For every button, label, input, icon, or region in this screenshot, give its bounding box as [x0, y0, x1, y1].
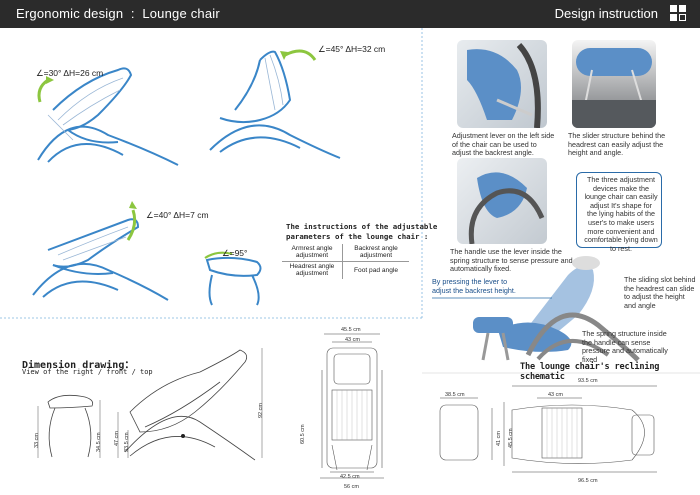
annotation-handle: The handle use the lever inside the spri… — [450, 247, 573, 274]
page-title: Ergonomic design : Lounge chair — [16, 6, 220, 21]
four-square-logo-icon — [670, 5, 688, 23]
annotation-three-devices: The three adjustment devices make the lo… — [584, 175, 658, 253]
three-devices-callout — [576, 172, 662, 248]
dim-front-w2: 43 cm — [345, 337, 360, 343]
dimension-title: Dimension drawing： — [22, 360, 135, 371]
instr-cell-armrest: Armrest angle adjustment — [282, 244, 343, 262]
instr-cell-headrest: Headrest angle adjustment — [282, 261, 343, 279]
side-view-drawing — [37, 348, 263, 461]
dim-side-h5: 92 cm — [258, 403, 264, 418]
dim-top-w3: 43 cm — [548, 392, 563, 398]
dim-top-h1: 41 cm — [496, 431, 502, 446]
reclining-chair-render — [473, 256, 640, 362]
instr-cell-backrest: Backrest angle adjustment — [342, 244, 409, 262]
photo-adjustment-lever — [457, 40, 547, 128]
angle-40-label: ∠=40° ΔH=7 cm — [146, 210, 209, 220]
dim-side-h1: 33 cm — [34, 433, 40, 448]
top-view-drawing — [439, 385, 657, 473]
dim-top-h2: 45.5 cm — [508, 428, 514, 448]
photo-handle — [457, 158, 547, 244]
dimension-subtitle: View of the right / front / top — [22, 368, 153, 376]
annotation-lever: Adjustment lever on the left side of the… — [452, 131, 555, 158]
dim-top-w2: 38.5 cm — [445, 392, 465, 398]
footrest-sketch-95deg — [204, 251, 262, 306]
pressing-pointer-line — [432, 297, 552, 299]
angle-30-label: ∠=30° ΔH=26 cm — [36, 68, 104, 78]
annotation-slider: The slider structure behind the headrest… — [568, 131, 666, 158]
photo-slider-structure — [572, 40, 656, 128]
annotation-spring: The spring structure inside the handle c… — [582, 329, 668, 364]
instr-cell-footpad: Foot pad angle — [354, 266, 398, 274]
dim-front-w1: 45.5 cm — [341, 327, 361, 333]
dim-side-h2: 34.5 cm — [96, 432, 102, 452]
header-bar: Ergonomic design : Lounge chair Design i… — [0, 0, 700, 28]
dim-front-h1: 60.5 cm — [300, 424, 306, 444]
dim-side-h3: 47 cm — [114, 431, 120, 446]
dim-side-h4: 33.5 cm — [124, 432, 130, 452]
schematic-title: The lounge chair's reclining schematic — [520, 362, 660, 382]
chair-sketch-30deg — [37, 67, 179, 166]
annotation-sliding-slot: The sliding slot behind the headrest can… — [624, 275, 696, 310]
dim-front-w3: 42.5 cm — [340, 474, 360, 480]
chair-sketch-40deg — [32, 201, 169, 301]
dim-top-w1: 93.5 cm — [578, 378, 598, 384]
dim-top-w4: 96.5 cm — [578, 478, 598, 484]
angle-45-label: ∠=45° ΔH=32 cm — [318, 44, 386, 54]
annotation-pressing: By pressing the lever to adjust the back… — [432, 277, 516, 295]
section-title: Design instruction — [554, 6, 658, 21]
instructions-title-line2: parameters of the lounge chair : — [286, 232, 429, 241]
chair-sketch-45deg — [209, 49, 341, 159]
angle-95-label: ∠=95° — [222, 248, 248, 258]
front-view-drawing — [320, 333, 384, 479]
instructions-table: Armrest angle adjustment Backrest angle … — [282, 244, 409, 279]
instructions-title-line1: The instructions of the adjustable — [286, 222, 438, 231]
dim-front-w4: 56 cm — [344, 484, 359, 490]
